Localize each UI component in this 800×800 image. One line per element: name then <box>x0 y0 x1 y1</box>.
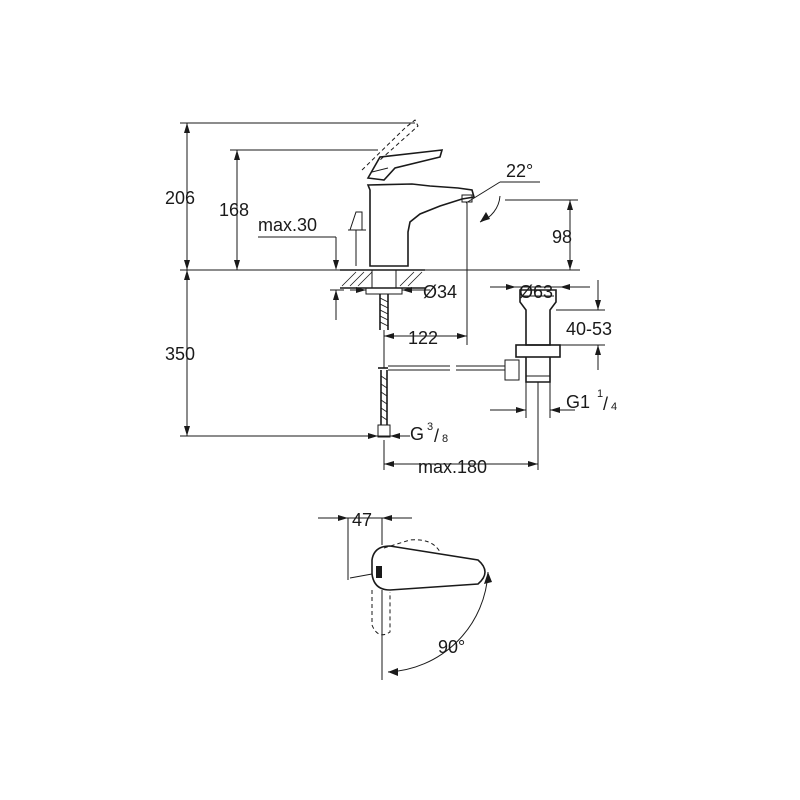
svg-text:G: G <box>410 424 424 444</box>
dim-98: 98 <box>552 227 572 247</box>
svg-text:/: / <box>434 426 439 446</box>
dim-34-diameter: Ø34 <box>423 282 457 302</box>
dim-g-3-8: G 3 / 8 <box>410 421 448 446</box>
top-view <box>318 515 492 680</box>
svg-text:1: 1 <box>597 388 603 400</box>
svg-text:/: / <box>603 394 608 414</box>
dim-22-deg: 22° <box>506 161 533 181</box>
dim-206: 206 <box>165 188 195 208</box>
svg-text:3: 3 <box>427 421 433 433</box>
dim-47: 47 <box>352 510 372 530</box>
dim-max-180: max.180 <box>418 457 487 477</box>
dim-122: 122 <box>408 328 438 348</box>
dim-40-53: 40-53 <box>566 319 612 339</box>
svg-text:4: 4 <box>611 401 617 413</box>
hose-braid <box>380 375 388 421</box>
deck-hatching <box>341 271 423 287</box>
svg-text:G1: G1 <box>566 392 590 412</box>
dimension-labels: 206 168 max.30 22° 98 Ø34 Ø63 122 40-53 … <box>165 161 617 657</box>
elevation-view <box>180 119 605 470</box>
dim-350: 350 <box>165 344 195 364</box>
svg-text:8: 8 <box>442 433 448 445</box>
dim-168: 168 <box>219 200 249 220</box>
dim-max-30: max.30 <box>258 215 317 235</box>
dim-g1-1-4: G1 1 / 4 <box>566 388 617 414</box>
dim-90-deg: 90° <box>438 637 465 657</box>
threaded-rod <box>379 297 389 327</box>
dim-63-diameter: Ø63 <box>519 282 553 302</box>
